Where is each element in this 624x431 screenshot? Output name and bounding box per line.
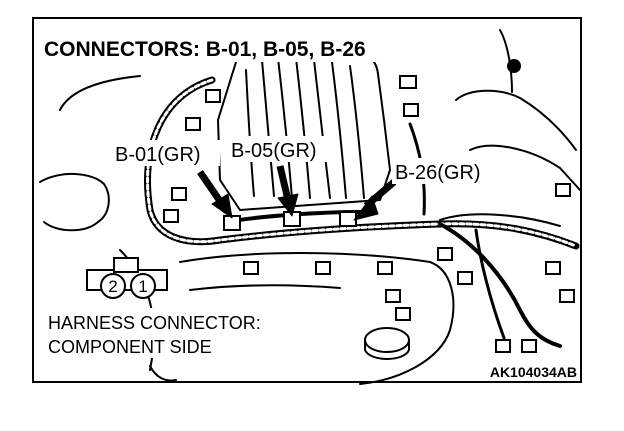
harness-note-line1: HARNESS CONNECTOR: <box>48 313 261 333</box>
pin-1-circle <box>130 273 156 299</box>
callout-b01-label: B-01(GR) <box>115 144 201 166</box>
reservoir-cap <box>364 327 410 353</box>
arrow-b26-head <box>353 195 379 221</box>
arrow-b05-head <box>277 193 299 217</box>
arrow-b01-head <box>211 193 233 219</box>
callout-b26-backdrop <box>392 158 500 184</box>
connector-face-lock <box>113 257 139 273</box>
diagram-title: CONNECTORS: B-01, B-05, B-26 <box>44 38 366 61</box>
callout-b05-label: B-05(GR) <box>231 140 317 162</box>
strut-tower <box>39 172 110 232</box>
sensor-cap <box>507 59 521 73</box>
pin-1-label: 1 <box>138 277 147 296</box>
harness-connector-face <box>86 257 168 299</box>
lower-block <box>179 252 455 385</box>
harness-note-backdrop <box>44 308 340 358</box>
callout-b01-backdrop <box>112 140 220 166</box>
connector-b26-body <box>339 211 357 227</box>
harness-note-line2: COMPONENT SIDE <box>48 337 212 357</box>
pin-2-label: 2 <box>108 277 117 296</box>
intake-runner-1 <box>245 69 255 197</box>
callout-b26-label: B-26(GR) <box>395 162 481 184</box>
reference-code: AK104034AB <box>490 364 577 380</box>
reference-backdrop <box>460 362 580 381</box>
right-housing <box>455 89 577 151</box>
callout-b05-backdrop <box>228 136 336 162</box>
callout-arrows <box>197 165 397 221</box>
title-backdrop <box>40 34 420 62</box>
arrow-b05 <box>276 165 292 201</box>
pin-2-circle <box>100 273 126 299</box>
